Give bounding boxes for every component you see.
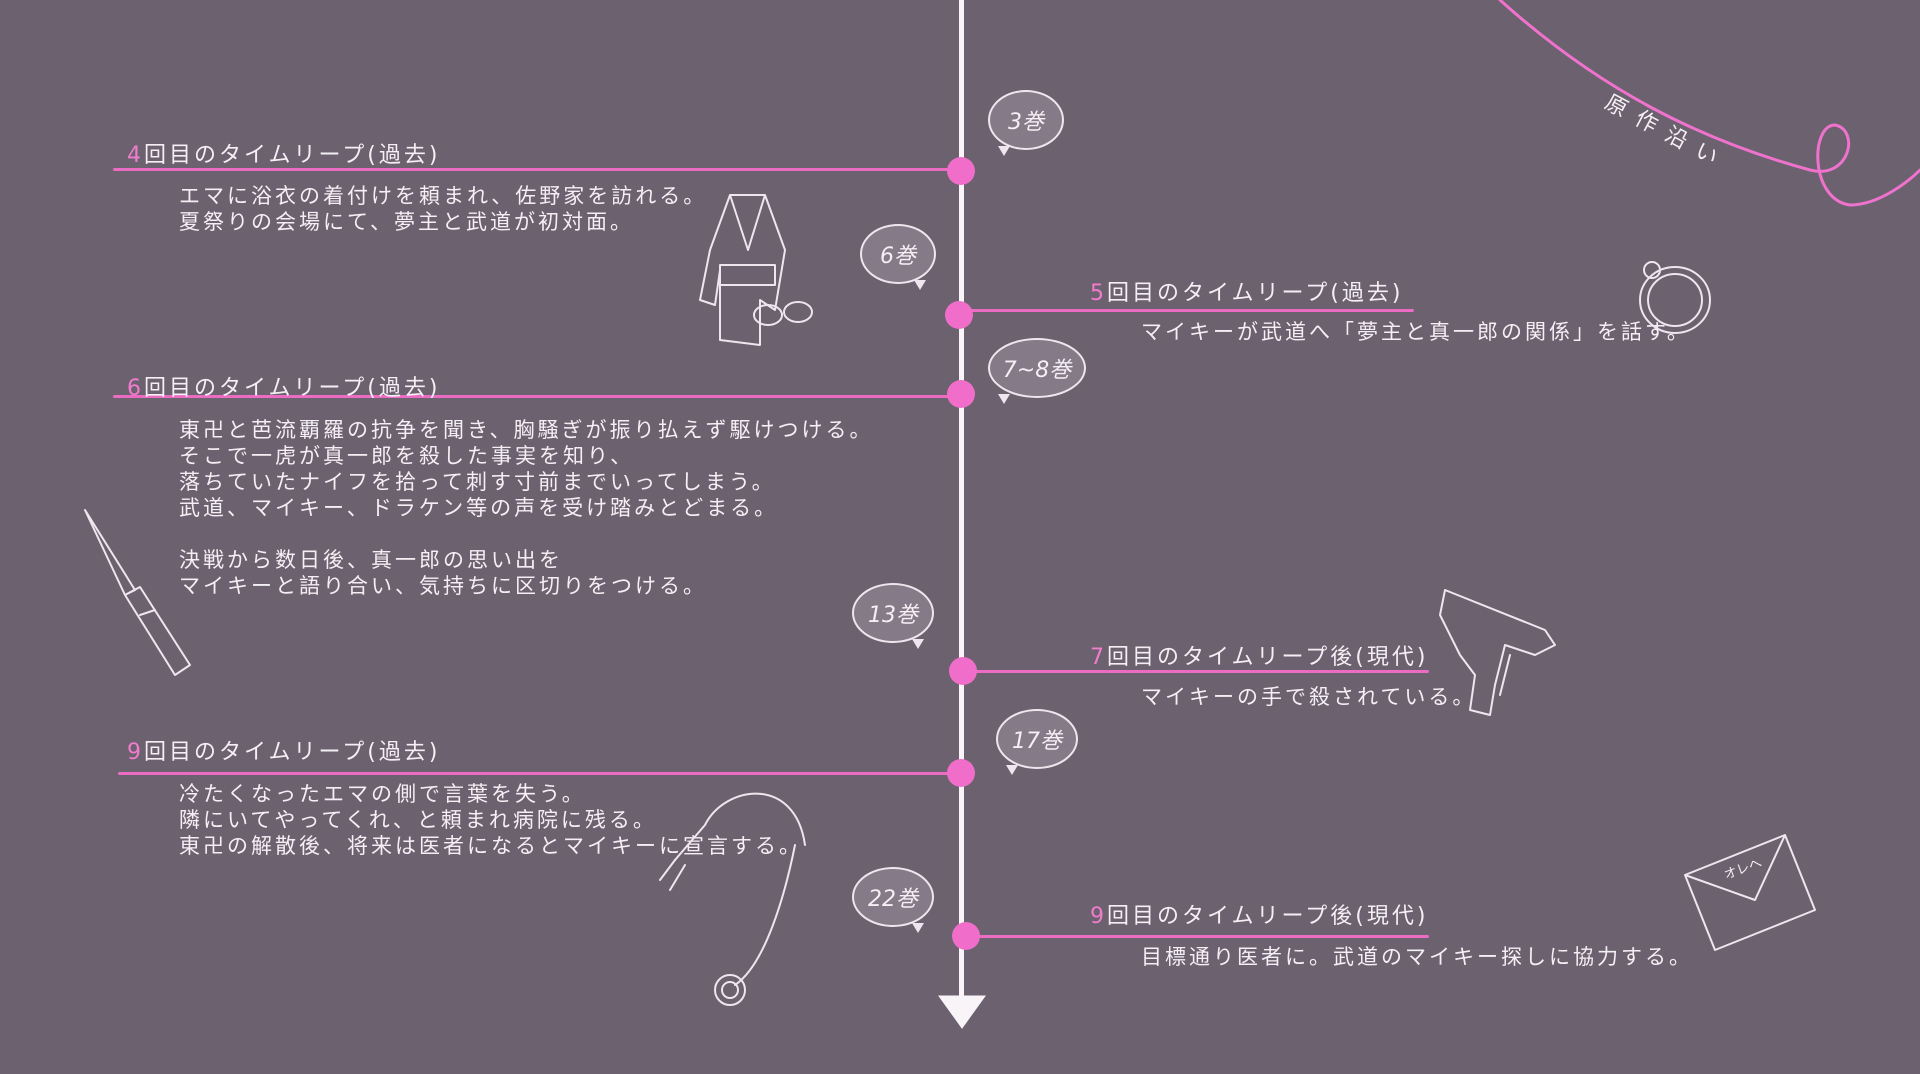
volume-label: 13巻 — [868, 603, 918, 628]
volume-label: 17巻 — [1012, 729, 1062, 754]
desc-line: マイキーが武道へ「夢主と真一郎の関係」を話す。 — [1141, 320, 1691, 344]
timeline-dot — [947, 157, 975, 185]
timeline-arrow-icon — [938, 995, 986, 1029]
desc-line: 隣にいてやってくれ、と頼まれ病院に残る。 — [179, 808, 657, 832]
event-title-text: 回目のタイムリープ(過去) — [144, 376, 441, 401]
volume-label: 22巻 — [868, 887, 918, 912]
volume-label: 6巻 — [880, 244, 916, 269]
volume-bubble: 17巻 — [996, 709, 1078, 775]
gun-icon — [1439, 589, 1556, 716]
stethoscope-icon — [659, 792, 806, 1006]
event-line-7 — [961, 670, 1429, 673]
event-line-4 — [113, 168, 961, 171]
timeline-dot — [947, 380, 975, 408]
event-title-text: 回目のタイムリープ後(現代) — [1107, 904, 1429, 929]
event-title-text: 回目のタイムリープ(過去) — [144, 143, 441, 168]
event-title: 9回目のタイムリープ後(現代) — [1090, 898, 1428, 930]
event-title: 4回目のタイムリープ(過去) — [127, 137, 440, 169]
desc-line: マイキーと語り合い、気持ちに区切りをつける。 — [179, 574, 707, 598]
desc-line: そこで一虎が真一郎を殺した事実を知り、 — [179, 444, 635, 468]
desc-line: 決戦から数日後、真一郎の思い出を — [179, 548, 563, 572]
ring-icon — [1639, 261, 1711, 334]
event-description: マイキーが武道へ「夢主と真一郎の関係」を話す。 — [1141, 319, 1691, 345]
event-number: 6 — [127, 376, 144, 401]
volume-label: 3巻 — [1008, 110, 1044, 135]
desc-line: 東卍の解散後、将来は医者になるとマイキーに宣言する。 — [179, 834, 803, 858]
desc-line — [179, 521, 874, 547]
event-number: 5 — [1090, 281, 1107, 306]
event-number: 9 — [127, 740, 144, 765]
event-line-5 — [961, 309, 1414, 312]
desc-line: 夏祭りの会場にて、夢主と武道が初対面。 — [179, 210, 634, 234]
event-number: 4 — [127, 143, 144, 168]
volume-bubble: 7~8巻 — [988, 338, 1086, 404]
knife-icon — [84, 509, 191, 676]
volume-bubble: 3巻 — [988, 90, 1064, 156]
event-number: 9 — [1090, 904, 1107, 929]
event-title: 9回目のタイムリープ(過去) — [127, 734, 440, 766]
event-description: 冷たくなったエマの側で言葉を失う。 隣にいてやってくれ、と頼まれ病院に残る。 東… — [179, 781, 803, 859]
event-title-text: 回目のタイムリープ後(現代) — [1107, 645, 1429, 670]
envelope-icon — [1684, 834, 1816, 951]
volume-bubble: 13巻 — [852, 583, 934, 649]
volume-bubble: 6巻 — [860, 224, 936, 290]
event-number: 7 — [1090, 645, 1107, 670]
event-line-9-past — [118, 772, 961, 775]
event-title-text: 回目のタイムリープ(過去) — [144, 740, 441, 765]
event-line-6 — [113, 395, 961, 398]
event-title: 6回目のタイムリープ(過去) — [127, 370, 440, 402]
timeline-dot — [952, 922, 980, 950]
desc-line: 東卍と芭流覇羅の抗争を聞き、胸騒ぎが振り払えず駆けつける。 — [179, 418, 874, 442]
volume-bubble: 22巻 — [852, 867, 934, 933]
desc-line: 目標通り医者に。武道のマイキー探しに協力する。 — [1141, 945, 1693, 969]
ribbon-decoration — [1498, 0, 1920, 207]
desc-line: 落ちていたナイフを拾って刺す寸前までいってしまう。 — [179, 470, 776, 494]
desc-line: マイキーの手で殺されている。 — [1141, 685, 1477, 709]
event-description: エマに浴衣の着付けを頼まれ、佐野家を訪れる。 夏祭りの会場にて、夢主と武道が初対… — [179, 183, 707, 235]
desc-line: 冷たくなったエマの側で言葉を失う。 — [179, 782, 586, 806]
timeline-dot — [945, 301, 973, 329]
event-title: 5回目のタイムリープ(過去) — [1090, 275, 1403, 307]
volume-label: 7~8巻 — [1002, 358, 1072, 383]
timeline-dot — [947, 759, 975, 787]
event-line-9-present — [961, 935, 1429, 938]
event-description: 東卍と芭流覇羅の抗争を聞き、胸騒ぎが振り払えず駆けつける。 そこで一虎が真一郎を… — [179, 417, 874, 599]
timeline-dot — [949, 657, 977, 685]
event-description: マイキーの手で殺されている。 — [1141, 684, 1476, 710]
event-title-text: 回目のタイムリープ(過去) — [1107, 281, 1404, 306]
yukata-icon — [699, 194, 813, 346]
timeline-axis — [959, 0, 964, 1000]
desc-line: エマに浴衣の着付けを頼まれ、佐野家を訪れる。 — [179, 184, 708, 208]
event-description: 目標通り医者に。武道のマイキー探しに協力する。 — [1141, 944, 1693, 970]
event-title: 7回目のタイムリープ後(現代) — [1090, 639, 1428, 671]
desc-line: 武道、マイキー、ドラケン等の声を受け踏みとどまる。 — [179, 496, 779, 520]
